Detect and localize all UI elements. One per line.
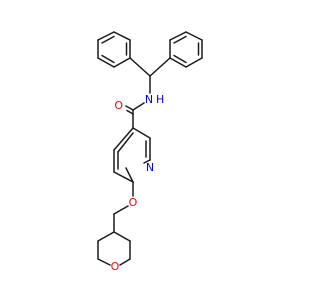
atom-label-nitrogen-pyridine: N [146, 161, 154, 174]
molecule-structure: O N H N O O [97, 31, 203, 273]
bond [97, 231, 115, 242]
bond [119, 258, 131, 266]
bond [101, 35, 115, 44]
bond [185, 31, 203, 41]
structure-canvas: O N H N O O [97, 31, 203, 273]
bond [173, 54, 187, 64]
bond [125, 105, 134, 111]
bond [113, 171, 134, 183]
bond-layer [97, 31, 203, 266]
bond [129, 57, 151, 77]
bond [173, 35, 187, 44]
bond [113, 57, 131, 68]
bond [132, 102, 145, 111]
bond [126, 109, 134, 115]
atom-label-layer: O N H N O O [111, 93, 165, 273]
bond [143, 159, 151, 164]
atom-label-nitrogen-amide: N [145, 93, 153, 106]
atom-label-hydrogen-amide: H [156, 93, 164, 106]
bond [113, 231, 131, 242]
bond [97, 57, 115, 68]
bond [113, 205, 129, 215]
bond [185, 57, 203, 68]
bond [169, 57, 187, 68]
bond [101, 54, 115, 64]
bond [169, 31, 187, 41]
bond [113, 127, 134, 151]
bond [132, 127, 151, 139]
atom-label-oxygen-oxane: O [111, 260, 120, 273]
bond [125, 167, 134, 183]
bond [117, 132, 134, 153]
bond [97, 258, 111, 266]
bond [97, 31, 115, 41]
bond [113, 31, 131, 41]
bond [149, 57, 171, 77]
atom-label-oxygen-carbonyl: O [114, 99, 123, 112]
atom-label-oxygen-ether: O [129, 196, 138, 209]
